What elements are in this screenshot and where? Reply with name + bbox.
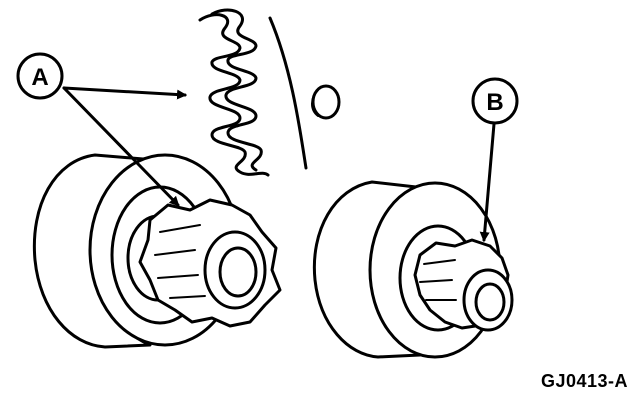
callout-b-arrow <box>479 122 496 242</box>
callout-a-circle <box>16 52 64 100</box>
callout-a-arrow-to-spring <box>62 86 187 100</box>
callout-a-arrow-to-gear <box>62 86 180 207</box>
drive-assembly-right <box>312 180 514 359</box>
callout-b-label: B <box>486 89 503 116</box>
drive-assembly-left <box>32 153 282 349</box>
housing-edge <box>268 16 308 170</box>
spring-coil <box>198 8 270 177</box>
callout-a: A <box>16 52 187 207</box>
callout-a-label: A <box>31 64 48 91</box>
callout-b: B <box>471 77 519 242</box>
retaining-pin <box>311 84 341 120</box>
figure-id: GJ0413-A <box>540 371 628 391</box>
